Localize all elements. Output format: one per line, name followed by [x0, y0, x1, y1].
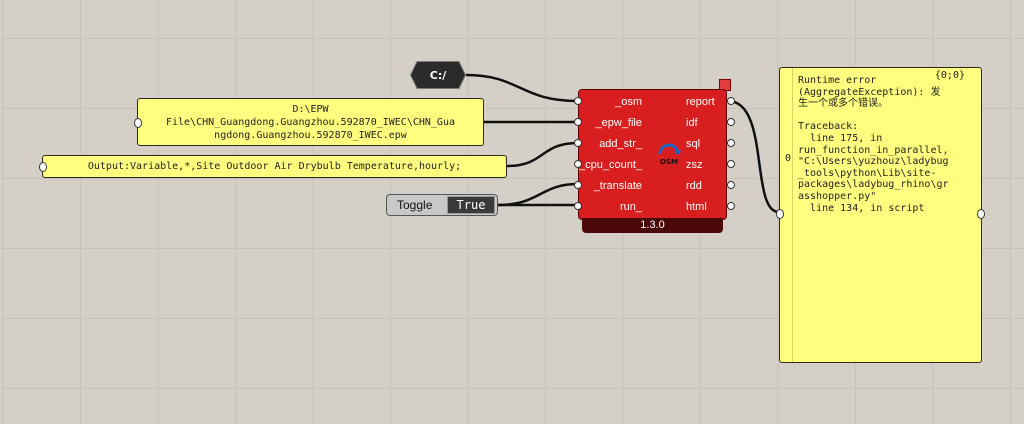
run-simulation-component[interactable]: _osm _epw_file add_str_ _cpu_count_ _tra… [578, 89, 727, 220]
input-add-str[interactable]: add_str_ [599, 138, 642, 150]
wire-report-to-panel [727, 99, 780, 214]
jack-out-html[interactable] [727, 202, 735, 210]
input-cpu-count[interactable]: _cpu_count_ [579, 159, 642, 171]
output-html[interactable]: html [686, 201, 707, 213]
panel-input-grip[interactable] [776, 209, 784, 219]
toggle-value[interactable]: True [447, 196, 495, 214]
wire-output-to-add-str [506, 141, 579, 168]
jack-in-cpu-count[interactable] [574, 160, 582, 168]
output-variable-panel[interactable]: Output:Variable,*,Site Outdoor Air Drybu… [39, 155, 507, 178]
epw-path-line-3: ngdong.Guangzhou.592870_IWEC.epw [214, 130, 407, 141]
output-idf[interactable]: idf [686, 117, 698, 129]
panel-input-grip[interactable] [134, 118, 142, 128]
input-epw-file[interactable]: _epw_file [595, 117, 642, 129]
osm-logo-text: OSM [660, 158, 678, 166]
path-component-label: C:/ [429, 68, 447, 82]
panel-item-index: 0 [785, 153, 792, 164]
epw-path-line-1: D:\EPW [292, 104, 329, 115]
epw-path-panel[interactable]: D:\EPW File\CHN_Guangdong.Guangzhou.5928… [134, 98, 484, 146]
input-translate[interactable]: _translate [593, 180, 642, 192]
jack-out-idf[interactable] [727, 118, 735, 126]
input-osm[interactable]: _osm [615, 96, 642, 108]
report-text: Runtime error (AggregateException): 发 生一… [798, 75, 949, 214]
panel-output-grip[interactable] [977, 209, 985, 219]
jack-in-run[interactable] [574, 202, 582, 210]
jack-out-sql[interactable] [727, 139, 735, 147]
output-variable-text: Output:Variable,*,Site Outdoor Air Drybu… [87, 161, 462, 172]
jack-out-zsz[interactable] [727, 160, 735, 168]
panel-path-index: {0;0} [934, 70, 965, 81]
jack-in-osm[interactable] [574, 97, 582, 105]
wire-toggle-to-translate [497, 182, 579, 207]
output-report[interactable]: report [686, 96, 715, 108]
input-run[interactable]: run_ [619, 201, 642, 213]
component-version: 1.3.0 [582, 218, 723, 233]
panel-input-grip[interactable] [39, 162, 47, 172]
jack-in-epw-file[interactable] [574, 118, 582, 126]
jack-in-translate[interactable] [574, 181, 582, 189]
toggle-label: Toggle [397, 198, 433, 212]
epw-path-line-2: File\CHN_Guangdong.Guangzhou.592870_IWEC… [166, 117, 455, 128]
jack-in-add-str[interactable] [574, 139, 582, 147]
boolean-toggle[interactable]: Toggle True [386, 194, 498, 216]
jack-out-report[interactable] [727, 97, 735, 105]
output-sql[interactable]: sql [686, 138, 701, 150]
path-component[interactable]: C:/ [411, 62, 465, 88]
report-panel[interactable]: {0;0} 0 Runtime error (AggregateExceptio… [776, 67, 985, 363]
panel-index-strip [780, 68, 793, 362]
openstudio-osm-icon: OSM [658, 143, 681, 166]
wire-path-to-osm [465, 73, 579, 103]
output-zsz[interactable]: zsz [686, 159, 703, 171]
output-rdd[interactable]: rdd [686, 180, 702, 192]
jack-out-rdd[interactable] [727, 181, 735, 189]
